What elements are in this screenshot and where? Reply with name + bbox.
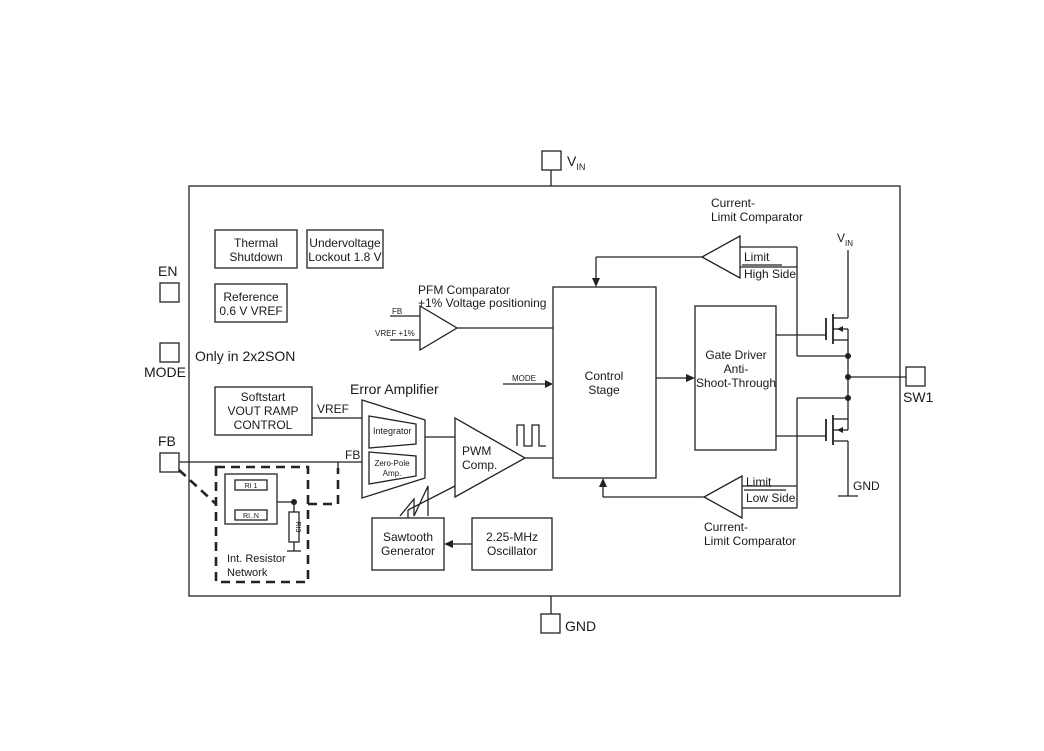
softstart-block bbox=[214, 386, 313, 436]
pwm-label-1: PWM bbox=[462, 444, 491, 458]
pfm-comparator bbox=[419, 304, 459, 352]
cl-bottom-label-2: Limit Comparator bbox=[704, 534, 796, 548]
reference-block bbox=[214, 283, 288, 323]
pfm-title-2: +1% Voltage positioning bbox=[418, 296, 546, 310]
oscillator-label-2: Oscillator bbox=[487, 544, 537, 558]
osc-arrow bbox=[444, 540, 453, 548]
vref-label: VREF bbox=[317, 402, 349, 416]
pwm-comparator bbox=[454, 416, 527, 499]
reference-label-1: Reference bbox=[223, 290, 279, 304]
cl-top-label-1: Current- bbox=[711, 196, 755, 210]
sawtooth-generator-block bbox=[371, 517, 445, 571]
pwm-label-2: Comp. bbox=[462, 458, 497, 472]
thermal-label-2: Shutdown bbox=[229, 250, 282, 264]
vin-right-label: VIN bbox=[837, 231, 853, 248]
zero-pole-label-1: Zero-Pole bbox=[374, 459, 410, 468]
error-amplifier bbox=[361, 399, 426, 499]
high-side-mosfet bbox=[825, 250, 849, 356]
pfm-fb-label: FB bbox=[392, 307, 402, 316]
thermal-label-1: Thermal bbox=[234, 236, 278, 250]
resistor-group bbox=[224, 473, 278, 525]
pfm-title-1: PFM Comparator bbox=[418, 283, 510, 297]
int-resistor-network bbox=[214, 465, 310, 584]
limit-ls-label-2: Low Side bbox=[746, 491, 796, 505]
sawtooth-label-2: Generator bbox=[381, 544, 435, 558]
zero-pole-label-2: Amp. bbox=[383, 469, 402, 478]
ls-limit-arrow bbox=[599, 478, 607, 487]
sw1-pin bbox=[905, 366, 926, 387]
pfm-vref-label: VREF +1% bbox=[375, 329, 415, 338]
en-pin-label: EN bbox=[158, 263, 177, 279]
resistor-net-label-2: Network bbox=[227, 567, 268, 579]
resistor-rn bbox=[234, 509, 268, 521]
control-to-gate-arrow bbox=[686, 374, 695, 382]
cl-top-label-2: Limit Comparator bbox=[711, 210, 803, 224]
pwm-square-wave-icon bbox=[516, 424, 546, 447]
gate-driver-label-1: Gate Driver bbox=[705, 348, 766, 362]
control-label-1: Control bbox=[585, 369, 624, 383]
error-amplifier-title: Error Amplifier bbox=[350, 381, 439, 397]
gnd-pin-label: GND bbox=[565, 618, 596, 634]
limit-hs-label-1: Limit bbox=[744, 250, 770, 264]
high-side-limit-comparator bbox=[700, 234, 741, 280]
sw1-pin-label: SW1 bbox=[903, 389, 934, 405]
rn-label: RI..N bbox=[243, 513, 259, 520]
oscillator-label-1: 2.25-MHz bbox=[486, 530, 538, 544]
low-side-mosfet bbox=[825, 398, 858, 497]
softstart-label-3: CONTROL bbox=[234, 418, 293, 432]
chip-outline bbox=[188, 185, 901, 597]
integrator-block bbox=[368, 415, 417, 449]
softstart-label-2: VOUT RAMP bbox=[227, 404, 298, 418]
gnd-pin bbox=[540, 613, 561, 634]
uvlo-label-1: Undervoltage bbox=[309, 236, 381, 250]
thermal-shutdown-block bbox=[214, 229, 298, 269]
sawtooth-label-1: Sawtooth bbox=[383, 530, 433, 544]
hs-limit-arrow bbox=[592, 278, 600, 287]
vin-pin-label: VIN bbox=[567, 153, 585, 172]
limit-ls-label-1: Limit bbox=[746, 475, 772, 489]
limit-hs-label-2: High Side bbox=[744, 267, 796, 281]
mode-pin-label: MODE bbox=[144, 364, 186, 380]
sw-node-dot-mid bbox=[845, 374, 851, 380]
mode-pin bbox=[159, 342, 180, 363]
zero-pole-amp-block bbox=[368, 451, 417, 485]
uvlo-block bbox=[306, 229, 384, 269]
fb-line-label: FB bbox=[345, 448, 360, 462]
gate-driver-block bbox=[694, 305, 777, 451]
reference-label-2: 0.6 V VREF bbox=[219, 304, 282, 318]
cl-bottom-label-1: Current- bbox=[704, 520, 748, 534]
integrator-label: Integrator bbox=[373, 426, 412, 436]
r3-label: RI3 bbox=[294, 522, 301, 533]
control-label-2: Stage bbox=[588, 383, 620, 397]
gnd-right-label: GND bbox=[853, 479, 880, 493]
resistor-r1 bbox=[234, 479, 268, 491]
mode-input-label: MODE bbox=[512, 374, 536, 383]
en-pin bbox=[159, 282, 180, 303]
gate-driver-label-2: Anti- bbox=[724, 362, 749, 376]
control-stage-block bbox=[552, 286, 657, 479]
vin-pin bbox=[541, 150, 562, 171]
softstart-label-1: Softstart bbox=[241, 390, 286, 404]
low-side-limit-comparator bbox=[702, 474, 743, 520]
fb-pin bbox=[159, 452, 180, 473]
uvlo-label-2: Lockout 1.8 V bbox=[308, 250, 381, 264]
mode-arrow bbox=[545, 380, 553, 388]
r1-label: RI 1 bbox=[245, 483, 258, 490]
resistor-net-label-1: Int. Resistor bbox=[227, 553, 286, 565]
gate-driver-label-3: Shoot-Through bbox=[696, 376, 776, 390]
sawtooth-wave-icon bbox=[399, 485, 429, 517]
only-in-2x2son-label: Only in 2x2SON bbox=[195, 348, 295, 364]
fb-pin-label: FB bbox=[158, 433, 176, 449]
